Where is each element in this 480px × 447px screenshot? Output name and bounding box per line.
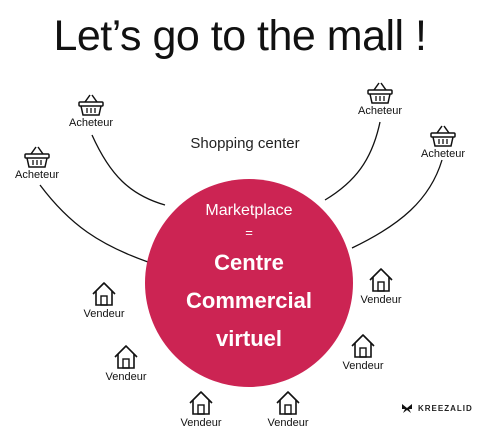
hub-centre: Centre — [214, 250, 284, 275]
house-icon — [92, 282, 116, 306]
seller-node: Vendeur — [341, 266, 421, 307]
shopping-basket-icon — [24, 146, 50, 168]
seller-node: Vendeur — [323, 332, 403, 373]
brand-name: KREEZALID — [418, 404, 473, 413]
shopping-basket-icon — [78, 94, 104, 116]
seller-node: Vendeur — [64, 280, 144, 321]
buyer-node: Acheteur — [340, 81, 420, 118]
house-icon — [276, 391, 300, 415]
buyer-node: Acheteur — [403, 124, 480, 161]
house-icon — [351, 334, 375, 358]
house-icon — [369, 268, 393, 292]
buyer-label: Acheteur — [420, 148, 466, 160]
seller-label: Vendeur — [105, 371, 147, 383]
buyer-node: Acheteur — [0, 145, 77, 182]
shopping-basket-icon — [367, 82, 393, 104]
shopping-center-label: Shopping center — [190, 135, 300, 152]
butterfly-icon — [402, 404, 412, 413]
shopping-basket-icon — [430, 125, 456, 147]
seller-label: Vendeur — [360, 294, 402, 306]
seller-node: Vendeur — [248, 389, 328, 430]
brand-logo: KREEZALID — [401, 403, 473, 414]
seller-label: Vendeur — [342, 360, 384, 372]
buyer-label: Acheteur — [68, 117, 114, 129]
hub-equals: = — [245, 225, 253, 240]
seller-node: Vendeur — [161, 389, 241, 430]
seller-label: Vendeur — [267, 417, 309, 429]
seller-label: Vendeur — [180, 417, 222, 429]
house-icon — [189, 391, 213, 415]
seller-node: Vendeur — [86, 343, 166, 384]
hub-marketplace: Marketplace — [205, 202, 293, 219]
page-title: Let’s go to the mall ! — [53, 12, 427, 60]
seller-label: Vendeur — [83, 308, 125, 320]
curve-right-inner — [324, 121, 381, 201]
curve-left-outer — [39, 184, 149, 263]
buyer-label: Acheteur — [14, 169, 60, 181]
buyer-label: Acheteur — [357, 105, 403, 117]
hub-commercial: Commercial — [186, 288, 312, 313]
buyer-node: Acheteur — [51, 93, 131, 130]
curve-right-outer — [351, 159, 443, 249]
hub-virtuel: virtuel — [215, 326, 283, 351]
curve-left-inner — [91, 134, 166, 206]
marketplace-hub: Marketplace = Centre Commercial virtuel — [145, 179, 353, 387]
house-icon — [114, 345, 138, 369]
